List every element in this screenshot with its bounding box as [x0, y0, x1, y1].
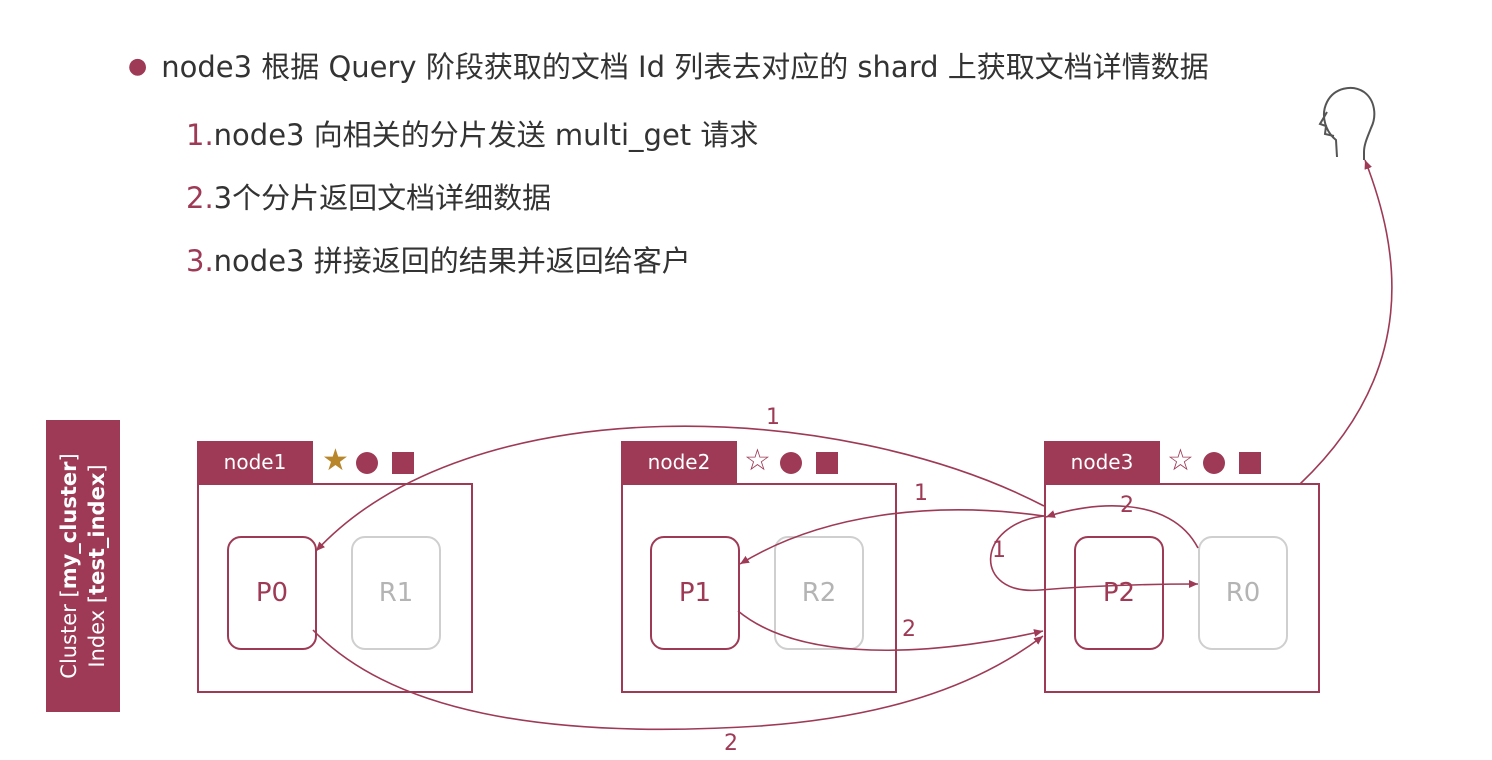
arrow-response-r0: [1045, 505, 1199, 549]
node3-tab: node3: [1044, 441, 1160, 483]
step-text: node3 向相关的分片发送 multi_get 请求: [213, 118, 759, 152]
arrow-to-client: [1299, 159, 1393, 485]
shard-p1: P1: [650, 536, 740, 650]
arrow-request-p0: [315, 425, 1045, 552]
arrow-request-p2: [989, 515, 1199, 592]
arrow-request-p1: [739, 509, 1045, 565]
node1-box: [197, 483, 473, 693]
cluster-label: Cluster [my_cluster] Index [test_index]: [46, 420, 120, 712]
star-outline-icon: ☆: [744, 443, 771, 478]
circle-icon: [1203, 452, 1225, 474]
shard-r2: R2: [774, 536, 864, 650]
label-response-r0: 2: [1120, 493, 1134, 518]
step-1: 1.node3 向相关的分片发送 multi_get 请求: [186, 112, 758, 154]
circle-icon: [356, 452, 378, 474]
head-icon: [1318, 86, 1376, 160]
square-icon: [392, 452, 414, 474]
bullet-dot-icon: ●: [128, 54, 148, 79]
node3-box: [1044, 483, 1320, 693]
shard-r0: R0: [1198, 536, 1288, 650]
arrow-response-p1: [737, 610, 1044, 651]
star-outline-icon: ☆: [1167, 443, 1194, 478]
main-bullet-text: node3 根据 Query 阶段获取的文档 Id 列表去对应的 shard 上…: [161, 50, 1209, 84]
node1-tab: node1: [197, 441, 313, 483]
step-text: 3个分片返回文档详细数据: [213, 181, 552, 215]
square-icon: [1239, 452, 1261, 474]
shard-p2: P2: [1074, 536, 1164, 650]
step-number: 1.: [186, 118, 214, 152]
arrow-response-p0: [312, 629, 1044, 731]
label-request-p2: 1: [992, 538, 1006, 563]
main-bullet: ● node3 根据 Query 阶段获取的文档 Id 列表去对应的 shard …: [128, 44, 1209, 86]
square-icon: [816, 452, 838, 474]
shard-p0: P0: [227, 536, 317, 650]
step-text: node3 拼接返回的结果并返回给客户: [213, 244, 691, 278]
node2-box: [621, 483, 897, 693]
star-filled-icon: ★: [322, 443, 349, 478]
label-request-p0: 1: [766, 405, 780, 430]
step-number: 3.: [186, 244, 214, 278]
circle-icon: [780, 452, 802, 474]
label-response-p1: 2: [902, 617, 916, 642]
label-request-p1: 1: [914, 481, 928, 506]
step-number: 2.: [186, 181, 214, 215]
step-3: 3.node3 拼接返回的结果并返回给客户: [186, 238, 691, 280]
step-2: 2.3个分片返回文档详细数据: [186, 175, 551, 217]
shard-r1: R1: [351, 536, 441, 650]
label-response-p0: 2: [724, 731, 738, 756]
node2-tab: node2: [621, 441, 737, 483]
